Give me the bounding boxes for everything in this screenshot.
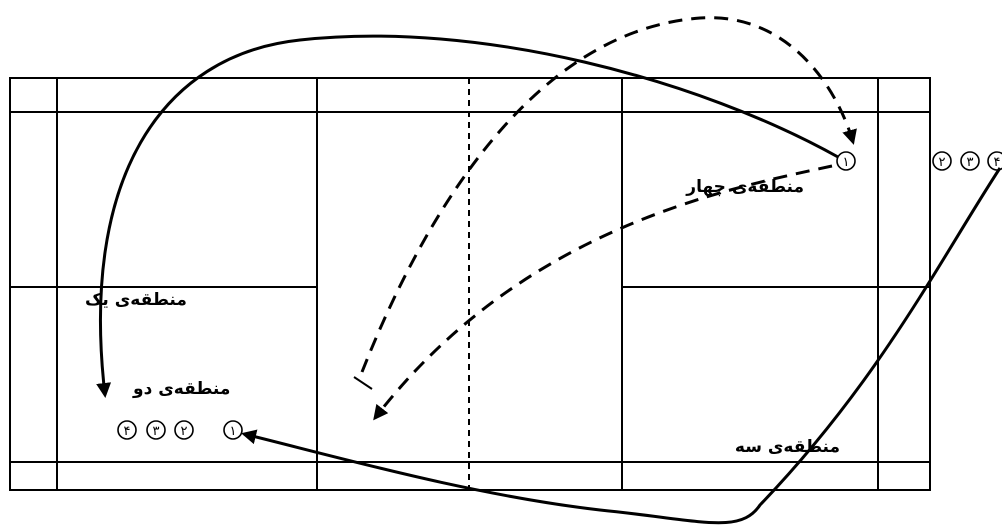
player-group-right: ۲ ۳ ۴ [932,151,1002,171]
player-number: ۲ [939,155,946,170]
dashed-arrow-stop-mark [353,376,373,390]
player-circle [174,420,194,440]
zone-two-label: منطقه‌ی دو [132,379,230,399]
player-circle [960,151,980,171]
dashed-arrow-high [360,16,857,373]
player-circle [117,420,137,440]
player-number: ۱ [230,424,237,439]
zone-one-label: منطقه‌ی یک [85,290,187,310]
player-number: ۱ [843,155,850,170]
player-number: ۳ [153,424,160,439]
zone-three-label: منطقه‌ی سه [735,437,840,457]
player-circle [932,151,952,171]
player-number: ۴ [994,155,1001,170]
player-number: ۴ [124,424,131,439]
player-circle-right [836,151,856,171]
player-group-left: ۴ ۳ ۲ ۱ [117,420,243,440]
player-number: ۲ [181,424,188,439]
player-circle [146,420,166,440]
zone-four-label: منطقه‌ی چهار [685,177,804,197]
solid-arrow-serve [96,34,839,398]
solid-arrow-rotation [241,167,1002,525]
player-number: ۳ [967,155,974,170]
dashed-arrow-drop [373,164,833,421]
